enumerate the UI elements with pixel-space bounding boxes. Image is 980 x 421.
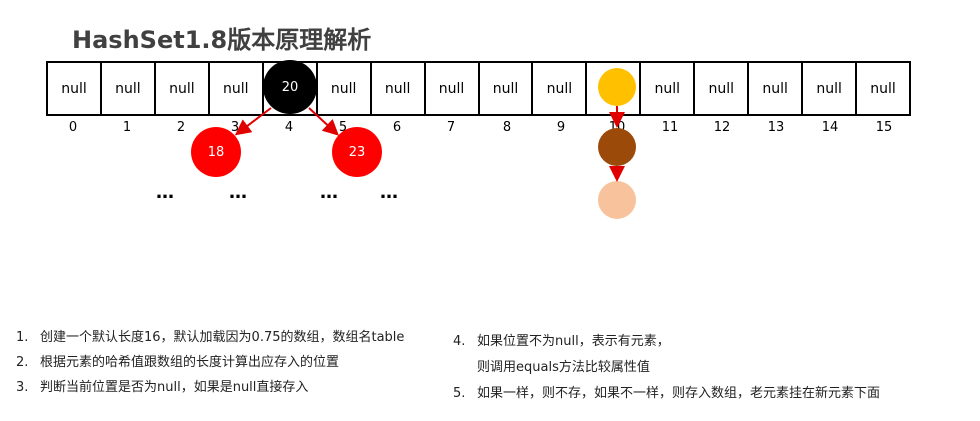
- ellipsis: …: [229, 182, 248, 203]
- bucket-0: null: [48, 63, 102, 114]
- bucket-13: null: [749, 63, 804, 114]
- index-label: 12: [713, 120, 731, 135]
- bucket-8: null: [480, 63, 534, 114]
- bucket-9: null: [533, 63, 588, 114]
- index-label: 6: [392, 120, 402, 135]
- index-label: 4: [284, 120, 294, 135]
- bucket-12: null: [695, 63, 750, 114]
- step-number: 2.: [16, 355, 29, 370]
- step-text: 如果位置不为null，表示有元素，: [477, 334, 670, 349]
- bucket-2: null: [156, 63, 210, 114]
- index-label: 1: [122, 120, 132, 135]
- arrow-20-to-23: [308, 107, 339, 136]
- index-label: 13: [767, 120, 785, 135]
- node-23-red: 23: [332, 127, 382, 177]
- node-peach: [598, 181, 636, 219]
- index-label: 0: [68, 120, 78, 135]
- diagram-title: HashSet1.8版本原理解析: [72, 26, 372, 54]
- node-18-red: 18: [191, 127, 241, 177]
- index-label: 8: [502, 120, 512, 135]
- bucket-10: [587, 63, 642, 114]
- index-label: 14: [821, 120, 839, 135]
- index-label: 5: [338, 120, 348, 135]
- step-text: 如果一样，则不存，如果不一样，则存入数组，老元素挂在新元素下面: [477, 386, 881, 401]
- bucket-14: null: [803, 63, 858, 114]
- node-yellow: [598, 68, 636, 106]
- index-label: 9: [556, 120, 566, 135]
- step-text: 根据元素的哈希值跟数组的长度计算出应存入的位置: [40, 355, 340, 370]
- bucket-5: null: [318, 63, 372, 114]
- bucket-15: null: [870, 80, 896, 97]
- step-item: 则调用equals方法比较属性值: [453, 356, 650, 375]
- step-text: 创建一个默认长度16，默认加载因为0.75的数组，数组名table: [40, 330, 405, 345]
- step-item: 1. 创建一个默认长度16，默认加载因为0.75的数组，数组名table: [16, 326, 404, 345]
- index-label: 7: [446, 120, 456, 135]
- step-item: 2. 根据元素的哈希值跟数组的长度计算出应存入的位置: [16, 351, 339, 370]
- ellipsis: …: [380, 182, 399, 203]
- arrow-20-to-18: [234, 107, 272, 136]
- ellipsis: …: [320, 182, 339, 203]
- bucket-6: null: [372, 63, 426, 114]
- bucket-1: null: [102, 63, 156, 114]
- index-label: 15: [875, 120, 893, 135]
- step-text: 判断当前位置是否为null，如果是null直接存入: [40, 380, 309, 395]
- step-item: 3. 判断当前位置是否为null，如果是null直接存入: [16, 376, 308, 395]
- step-item: 5. 如果一样，则不存，如果不一样，则存入数组，老元素挂在新元素下面: [453, 382, 880, 401]
- index-label: 2: [176, 120, 186, 135]
- bucket-11: null: [641, 63, 696, 114]
- index-label: 11: [661, 120, 679, 135]
- step-number: 1.: [16, 330, 29, 345]
- step-number: 4.: [453, 334, 466, 349]
- bucket-3: null: [210, 63, 264, 114]
- step-number: 5.: [453, 386, 466, 401]
- step-number: 3.: [16, 380, 29, 395]
- bucket-7: null: [426, 63, 480, 114]
- node-brown: [598, 128, 636, 166]
- ellipsis: …: [156, 182, 175, 203]
- step-text: 则调用equals方法比较属性值: [477, 360, 650, 375]
- node-20-black: 20: [263, 60, 317, 114]
- step-item: 4. 如果位置不为null，表示有元素，: [453, 330, 670, 349]
- hash-table-array: null null null null null null null null …: [46, 61, 911, 116]
